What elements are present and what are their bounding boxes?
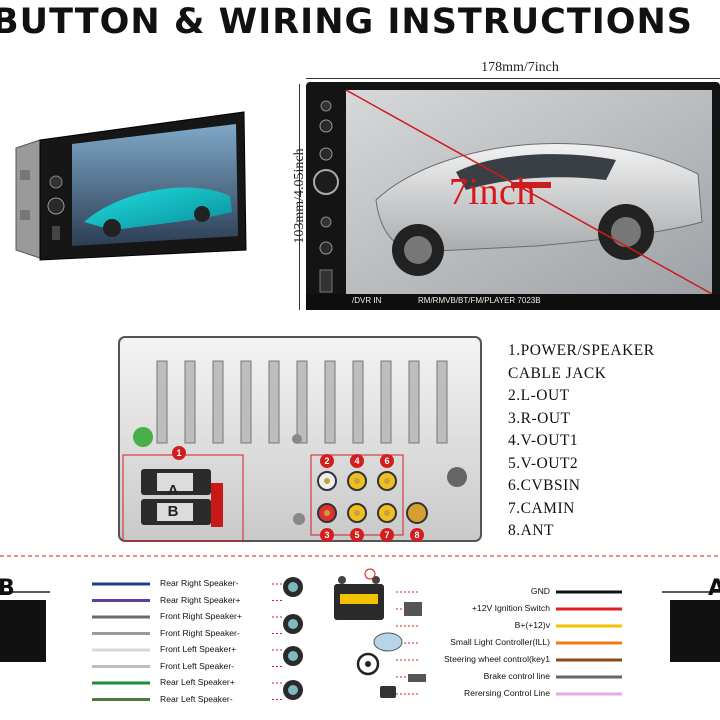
steering-wheel-icon <box>356 652 380 676</box>
light-controller-icon <box>373 632 403 652</box>
connector-a-label: A <box>167 482 179 499</box>
left-wire-label: Front Right Speaker+ <box>160 611 242 621</box>
badge-1: 1 <box>172 446 186 460</box>
left-wire-label: Rear Right Speaker+ <box>160 594 241 605</box>
camera-icon <box>380 686 396 698</box>
head-unit-front <box>306 82 720 310</box>
width-dimension-label: 178mm/7inch <box>481 60 559 75</box>
legend-item: 3.R-OUT <box>508 409 571 427</box>
speaker-icons <box>283 577 303 700</box>
legend-item: 4.V-OUT1 <box>508 432 579 449</box>
connector-b-label: B <box>167 503 179 520</box>
brake-icon <box>408 674 426 682</box>
badge-3: 3 <box>320 528 334 542</box>
head-unit-photo <box>15 111 247 261</box>
page-title: BUTTON & WIRING INSTRUCTIONS <box>0 2 693 42</box>
badge-5: 5 <box>350 528 364 542</box>
left-wire-label: Rear Left Speaker- <box>160 693 233 704</box>
heatsink-fins <box>156 360 448 444</box>
right-wire-label: Steering wheel control(key1 <box>443 654 550 664</box>
wiring-diagram <box>0 555 720 701</box>
port-legend: 1.POWER/SPEAKER CABLE JACK 2.L-OUT 3.R-O… <box>508 340 718 543</box>
plug-a-label: A <box>708 576 720 601</box>
badge-4: 4 <box>350 454 364 468</box>
legend-item: CABLE JACK <box>508 364 607 382</box>
badge-6: 6 <box>380 454 394 468</box>
left-wire-label: Front Left Speaker+ <box>160 644 237 654</box>
left-wire-label: Rear Right Speaker- <box>160 578 239 588</box>
model-label: RM/RMVB/BT/FM/PLAYER 7023B <box>418 296 541 305</box>
width-dimension-line <box>306 78 720 79</box>
right-wire-label: +12V Ignition Switch <box>471 603 550 613</box>
height-dimension-line <box>299 84 300 310</box>
legend-item: 8.ANT <box>508 522 554 539</box>
battery-icon <box>334 568 384 620</box>
plug-b-label: B <box>0 576 15 601</box>
badge-2: 2 <box>320 454 334 468</box>
right-wire-label: Rerersing Control Line <box>464 688 550 698</box>
dvr-in-label: /DVR IN <box>352 296 382 305</box>
right-wire-label: B+(+12)v <box>514 620 550 630</box>
right-wire-label: Small Light Controller(ILL) <box>450 637 550 647</box>
legend-item: 7.CAMIN <box>508 499 575 517</box>
right-wire-label: Brake control line <box>483 671 550 681</box>
left-wire-label: Rear Left Speaker+ <box>160 677 235 687</box>
screen-size-label: 7inch <box>449 171 536 213</box>
badge-7: 7 <box>380 528 394 542</box>
right-wire-label: GND <box>530 586 550 596</box>
left-wire-label: Front Left Speaker- <box>160 660 235 671</box>
rear-panel <box>118 336 482 542</box>
left-wire-label: Front Right Speaker- <box>160 627 240 638</box>
badge-8: 8 <box>410 528 424 542</box>
legend-item: 1.POWER/SPEAKER <box>508 342 655 359</box>
ignition-key-icon <box>404 602 422 616</box>
legend-item: 2.L-OUT <box>508 387 570 404</box>
legend-item: 6.CVBSIN <box>508 477 581 494</box>
legend-item: 5.V-OUT2 <box>508 454 579 472</box>
